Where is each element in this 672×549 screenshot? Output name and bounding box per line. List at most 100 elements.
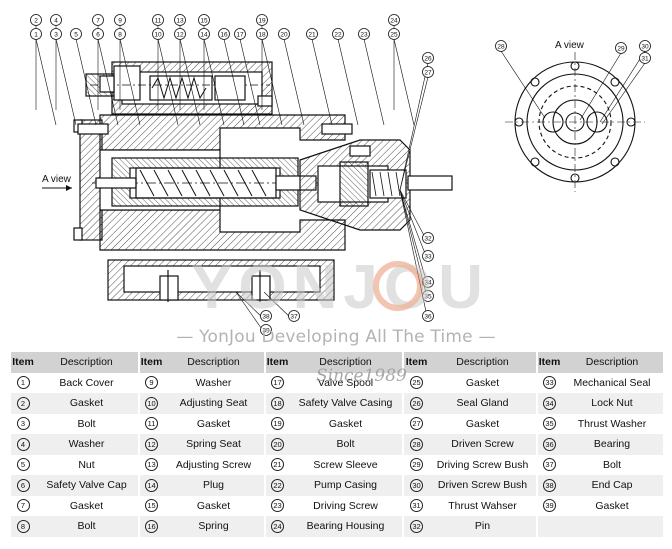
item-description: Mechanical Seal xyxy=(561,372,663,393)
item-number-circle: 38 xyxy=(543,478,556,492)
item-description: Washer xyxy=(35,434,139,455)
item-number-circle: 11 xyxy=(145,417,158,431)
callout-38: 38 xyxy=(235,291,272,322)
item-description: Thrust Washer xyxy=(561,413,663,434)
callout-25: 25 xyxy=(388,28,415,126)
callout-10: 10 xyxy=(152,28,179,126)
item-number-circle: 16 xyxy=(145,519,158,533)
item-number-circle: 34 xyxy=(543,396,556,410)
callout-16: 16 xyxy=(218,28,245,126)
item-number: 9 xyxy=(138,372,163,393)
item-number: 3 xyxy=(11,413,35,434)
item-number-circle: 39 xyxy=(543,499,556,513)
callout-12: 12 xyxy=(174,28,201,126)
callout-20: 20 xyxy=(278,28,305,126)
callout-34: 34 xyxy=(399,189,434,288)
item-number: 4 xyxy=(11,434,35,455)
item-number-circle: 8 xyxy=(16,519,30,533)
callout-number: 36 xyxy=(424,314,432,321)
a-view-bolt-holes xyxy=(514,61,636,183)
item-number-circle: 5 xyxy=(16,458,30,472)
callout-number: 35 xyxy=(424,294,432,301)
item-number-circle: 1 xyxy=(16,376,30,390)
a-view-indicator-left: A view xyxy=(42,174,72,191)
item-number: 8 xyxy=(11,516,35,537)
header-item: Item xyxy=(138,352,163,373)
item-description: Bolt xyxy=(35,516,139,537)
item-number-circle: 3 xyxy=(16,417,30,431)
callout-number: 22 xyxy=(334,32,342,39)
item-description: End Cap xyxy=(561,475,663,496)
a-view-label-left: A view xyxy=(42,174,72,185)
item-number-circle: 14 xyxy=(145,478,158,492)
item-number-circle: 25 xyxy=(410,376,423,390)
header-item: Item xyxy=(402,352,429,373)
callout-number: 9 xyxy=(118,18,122,25)
callout-number: 27 xyxy=(424,70,432,77)
mechanical-seal xyxy=(369,169,407,199)
callout-13: 13 xyxy=(174,14,186,110)
item-number-circle: 21 xyxy=(271,458,284,472)
callout-number: 8 xyxy=(118,32,122,39)
callout-17: 17 xyxy=(234,28,261,126)
item-description: Gasket xyxy=(163,413,265,434)
item-number-circle: 32 xyxy=(410,519,423,533)
item-number: 13 xyxy=(138,454,163,475)
item-number: 36 xyxy=(536,434,561,455)
callout-1: 1 xyxy=(30,28,57,126)
callout-31: 31 xyxy=(601,52,651,125)
callout-27: 27 xyxy=(399,66,434,191)
watermark-brand: YONJOU xyxy=(191,253,489,322)
callout-number: 4 xyxy=(54,18,58,25)
item-number: 14 xyxy=(138,475,163,496)
callout-3: 3 xyxy=(50,28,77,126)
callout-number: 38 xyxy=(262,314,270,321)
callout-number: 30 xyxy=(641,44,649,51)
callout-number: 6 xyxy=(96,32,100,39)
callout-number: 10 xyxy=(154,32,162,39)
header-item: Item xyxy=(536,352,561,373)
callout-number: 5 xyxy=(74,32,78,39)
item-number: 27 xyxy=(402,413,429,434)
item-number: 15 xyxy=(138,495,163,516)
header-description: Description xyxy=(289,352,403,373)
callout-number: 1 xyxy=(34,32,38,39)
item-number-circle: 31 xyxy=(410,499,423,513)
item-number: 2 xyxy=(11,393,35,414)
callout-number: 18 xyxy=(258,32,266,39)
watermark-slogan: — YonJou Developing All The Time — xyxy=(176,327,496,347)
item-description: Driven Screw Bush xyxy=(429,475,537,496)
callout-18: 18 xyxy=(256,28,283,126)
callout-number: 37 xyxy=(290,314,298,321)
item-number: 37 xyxy=(536,454,561,475)
item-description: Gasket xyxy=(35,495,139,516)
header-description: Description xyxy=(561,352,663,373)
callout-number: 15 xyxy=(200,18,208,25)
item-number: 24 xyxy=(264,516,289,537)
item-description: Gasket xyxy=(289,413,403,434)
item-number-circle: 20 xyxy=(271,437,284,451)
item-description: Adjusting Screw xyxy=(163,454,265,475)
item-number: 32 xyxy=(402,516,429,537)
callout-6: 6 xyxy=(92,28,119,126)
callout-number: 31 xyxy=(641,56,649,63)
item-number-circle: 10 xyxy=(145,396,158,410)
callout-11: 11 xyxy=(152,14,164,110)
item-number-circle: 9 xyxy=(145,376,158,390)
a-view-end-diagram: A view xyxy=(505,40,645,192)
callout-number: 17 xyxy=(236,32,244,39)
item-number: 7 xyxy=(11,495,35,516)
item-number: 30 xyxy=(402,475,429,496)
item-description: Gasket xyxy=(163,495,265,516)
header-description: Description xyxy=(35,352,139,373)
callout-23: 23 xyxy=(358,28,385,126)
item-number-circle: 37 xyxy=(543,458,556,472)
item-number-circle: 30 xyxy=(410,478,423,492)
item-description: Screw Sleeve xyxy=(289,454,403,475)
callout-26: 26 xyxy=(399,52,434,191)
